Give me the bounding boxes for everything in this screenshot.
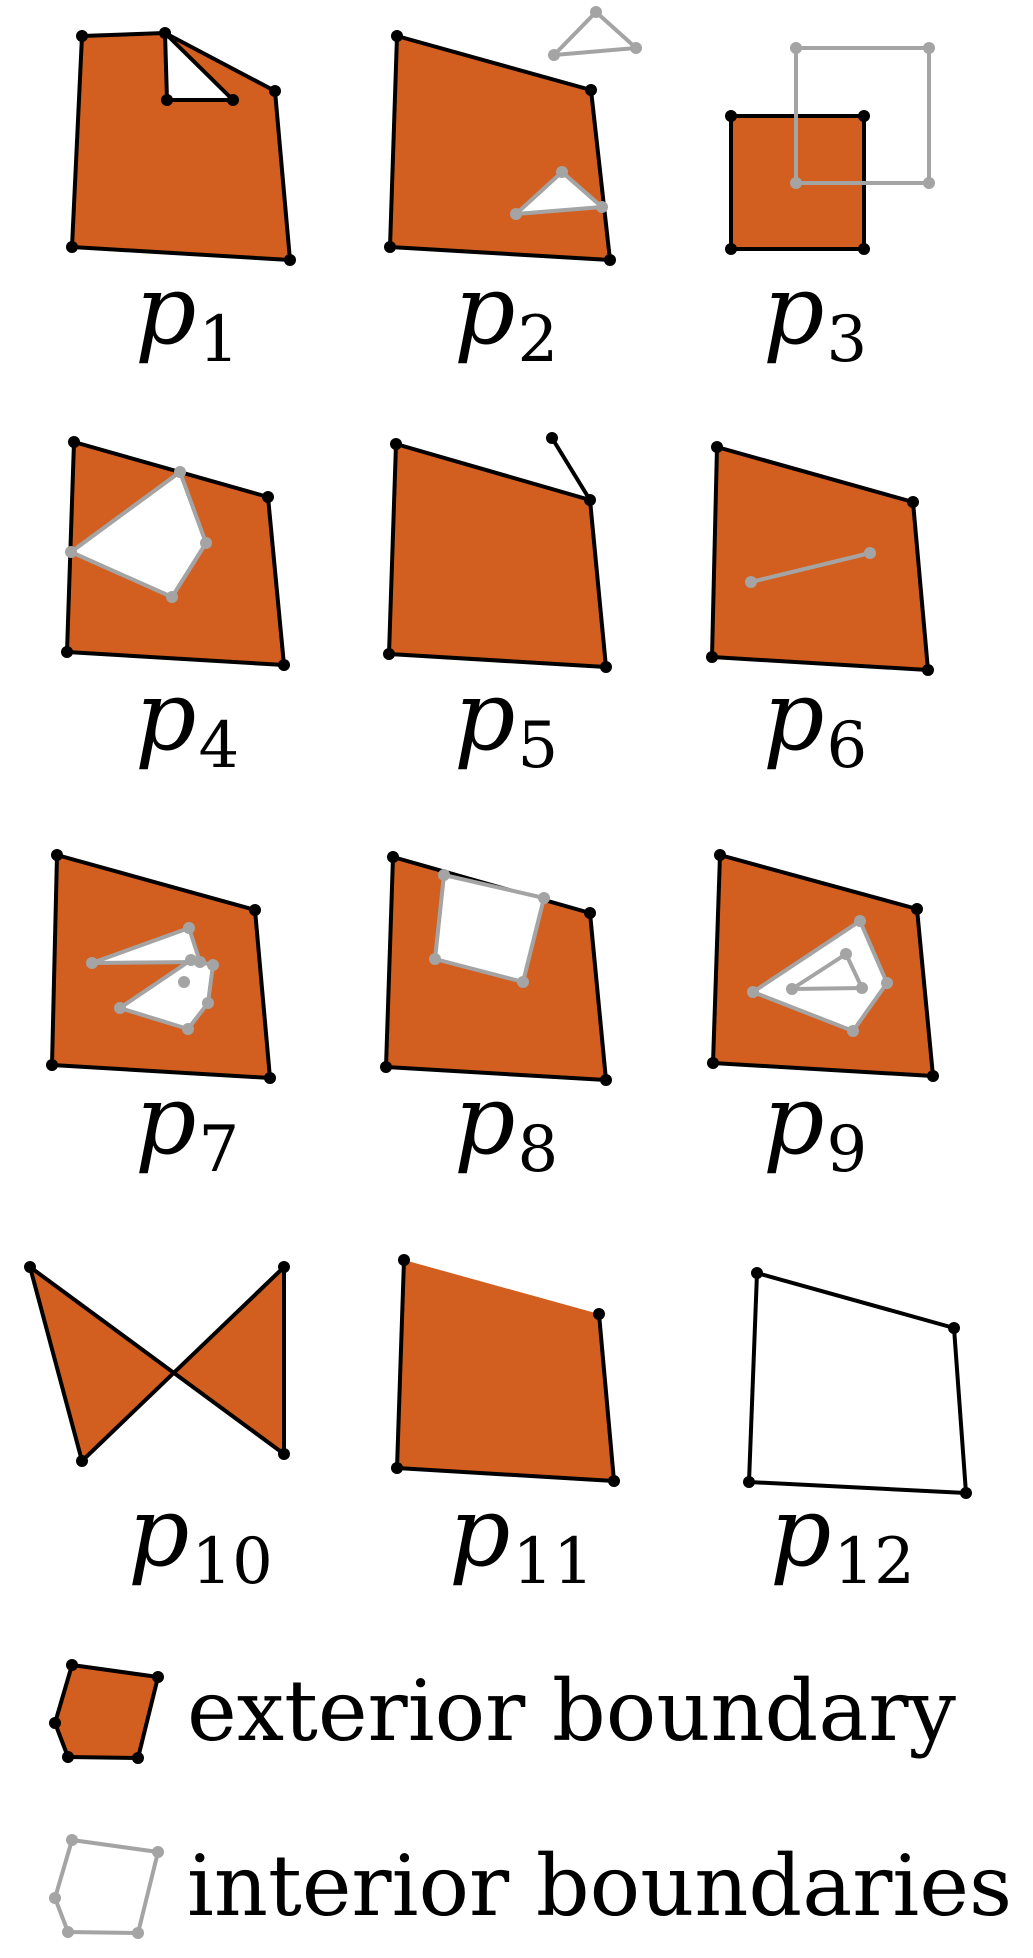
polygon-p2-label: p2 (454, 254, 559, 377)
p2-hole (514, 170, 604, 216)
p7-vertices (46, 849, 276, 1084)
polygon-p3-label: p3 (763, 254, 868, 377)
p12-vertices (743, 1267, 972, 1499)
p6-exterior (710, 445, 930, 672)
polygon-p11-drawing (391, 1254, 620, 1487)
p5-dangling-edge (550, 436, 592, 502)
p12-unfilled-boundary (747, 1271, 968, 1495)
polygon-p6: p6 (688, 410, 1032, 820)
polygon-p12-drawing (743, 1267, 972, 1499)
polygon-p1-label: p1 (135, 254, 240, 377)
polygon-p3: p3 (688, 0, 1032, 410)
polygon-p9: p9 (688, 820, 1032, 1230)
legend-exterior-label: exterior boundary (187, 1662, 957, 1760)
polygon-p11-label: p11 (449, 1476, 594, 1599)
polygon-p4-drawing (61, 436, 290, 671)
polygon-p8-label: p8 (454, 1064, 559, 1187)
p6-degenerate-interior (750, 551, 871, 584)
polygon-p7: p7 (0, 820, 344, 1230)
p11-boundary (395, 1259, 616, 1483)
polygon-p3-drawing (725, 42, 935, 255)
p7-hole-a (90, 926, 202, 965)
polygon-p7-label: p7 (135, 1064, 240, 1187)
p2-interior-vertices (510, 6, 642, 220)
p9-vertices (707, 849, 939, 1082)
p5-exterior (387, 442, 608, 669)
p7-hole-b (118, 958, 215, 1031)
polygon-p10-label: p10 (128, 1476, 273, 1599)
polygon-p2-drawing (384, 6, 642, 266)
p3-vertices (725, 110, 870, 255)
p10-exterior-self-intersecting (28, 1265, 286, 1463)
p1-vertices (66, 27, 296, 266)
p2-exterior (388, 34, 612, 262)
polygon-p9-drawing (707, 849, 939, 1082)
p4-vertices (61, 436, 290, 671)
polygon-p12: p12 (688, 1230, 1032, 1640)
p8-interior-vertices (429, 869, 550, 988)
p4-interior-vertices (65, 466, 212, 603)
polygon-p11: p11 (344, 1230, 688, 1640)
polygon-p1: p1 (0, 0, 344, 410)
p8-vertices (380, 851, 612, 1086)
p2-vertices (384, 30, 616, 266)
legend-exterior-swatch (49, 1659, 164, 1764)
legend-interior-swatch (49, 1834, 164, 1939)
p9-nested-interior (790, 952, 864, 991)
p7-interior-vertices (86, 922, 219, 1035)
polygon-p2: p2 (344, 0, 688, 410)
p6-interior-vertices (745, 547, 876, 588)
polygon-p6-drawing (706, 441, 934, 676)
polygon-p9-label: p9 (763, 1064, 868, 1187)
p6-vertices (706, 441, 934, 676)
p11-vertices (391, 1254, 620, 1487)
p1-exterior (70, 31, 292, 262)
legend-interior-label: interior boundaries (187, 1837, 1013, 1935)
legend-exterior: exterior boundary (40, 1655, 1020, 1775)
polygon-p4-label: p4 (135, 660, 240, 783)
polygon-p10-drawing (24, 1261, 290, 1467)
polygon-p5: p5 (344, 410, 688, 820)
polygon-p8: p8 (344, 820, 688, 1230)
polygon-p5-drawing (383, 432, 612, 673)
polygon-p8-drawing (380, 851, 612, 1086)
p3-overlapping-interior (794, 46, 931, 185)
p7-exterior (50, 853, 272, 1080)
legend-interior: interior boundaries (40, 1830, 1020, 1950)
p9-interior-vertices (747, 915, 893, 1037)
polygon-p7-drawing (46, 849, 276, 1084)
polygon-p10: p10 (0, 1230, 344, 1640)
polygon-p12-label: p12 (770, 1476, 915, 1599)
p11-exterior (397, 1260, 614, 1481)
polygon-p4: p4 (0, 410, 344, 820)
polygon-p5-label: p5 (454, 660, 559, 783)
p10-vertices (24, 1261, 290, 1467)
polygon-p6-label: p6 (763, 660, 868, 783)
polygon-p1-drawing (66, 27, 296, 266)
p3-interior-vertices (790, 42, 935, 189)
p5-vertices (383, 432, 612, 673)
p2-detached-interior (552, 10, 638, 57)
